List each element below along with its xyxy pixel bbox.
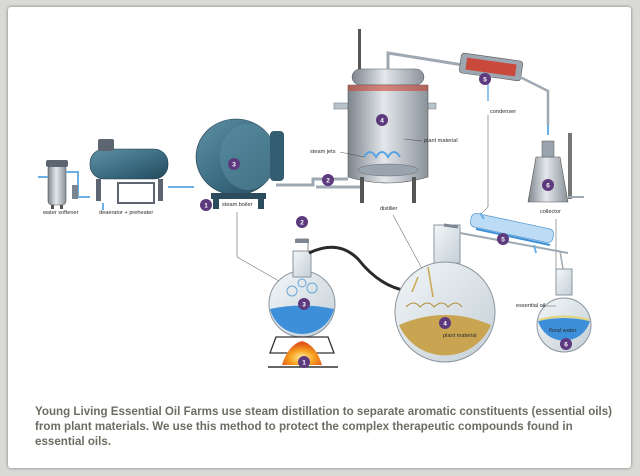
- svg-text:4: 4: [380, 118, 384, 125]
- svg-text:3: 3: [232, 162, 236, 169]
- label-distiller: distiller: [380, 206, 398, 212]
- condenser-bottom: [459, 212, 569, 276]
- label-condenser: condenser: [490, 109, 516, 115]
- distiller-vessel: [316, 29, 437, 203]
- badge-4-bottom: 4: [439, 317, 451, 329]
- svg-text:1: 1: [302, 360, 306, 367]
- label-floral-water: floral water: [549, 328, 576, 334]
- receiving-flask: [536, 268, 592, 353]
- badge-6-top: 6: [542, 179, 554, 191]
- collector: [527, 125, 584, 203]
- svg-text:1: 1: [204, 203, 208, 210]
- svg-text:4: 4: [443, 321, 447, 328]
- badge-5-bottom: 5: [497, 233, 509, 245]
- badge-1-top: 1: [200, 199, 212, 211]
- badge-5-top: 5: [479, 73, 491, 85]
- label-essential-oil: essential oil: [516, 303, 545, 309]
- svg-text:6: 6: [546, 183, 550, 190]
- svg-text:6: 6: [564, 342, 568, 349]
- label-deaerator-preheater: deaerator + preheater: [99, 210, 153, 216]
- badge-3-top: 3: [228, 158, 240, 170]
- distillation-diagram: water softener deaerator + preheater ste…: [38, 29, 592, 368]
- svg-text:2: 2: [326, 178, 330, 185]
- label-steam-jets: steam jets: [310, 149, 336, 155]
- condenser-top: [386, 51, 550, 125]
- distiller-flask: [394, 223, 496, 363]
- vapor-tube: [308, 245, 409, 293]
- label-collector: collector: [540, 209, 561, 215]
- svg-text:5: 5: [483, 77, 487, 84]
- label-water-softener: water softener: [42, 210, 79, 216]
- badge-6-bottom: 6: [560, 338, 572, 350]
- badge-4-top: 4: [376, 114, 388, 126]
- deaerator-preheater: [89, 139, 194, 210]
- badge-3-bottom: 3: [298, 298, 310, 310]
- badge-2-top: 2: [322, 174, 334, 186]
- label-plant-material-top: plant material: [424, 138, 458, 144]
- diagram-card: water softener deaerator + preheater ste…: [8, 7, 631, 468]
- svg-text:2: 2: [300, 220, 304, 227]
- steam-boiler: [195, 118, 348, 209]
- caption-text: Young Living Essential Oil Farms use ste…: [35, 405, 613, 448]
- water-softener: [38, 160, 90, 209]
- badge-1-bottom: 1: [298, 356, 310, 368]
- label-plant-material-bottom: plant material: [443, 333, 477, 339]
- svg-text:5: 5: [501, 237, 505, 244]
- label-steam-boiler: steam boiler: [222, 202, 253, 208]
- svg-text:3: 3: [302, 302, 306, 309]
- badge-2-bottom: 2: [296, 216, 308, 228]
